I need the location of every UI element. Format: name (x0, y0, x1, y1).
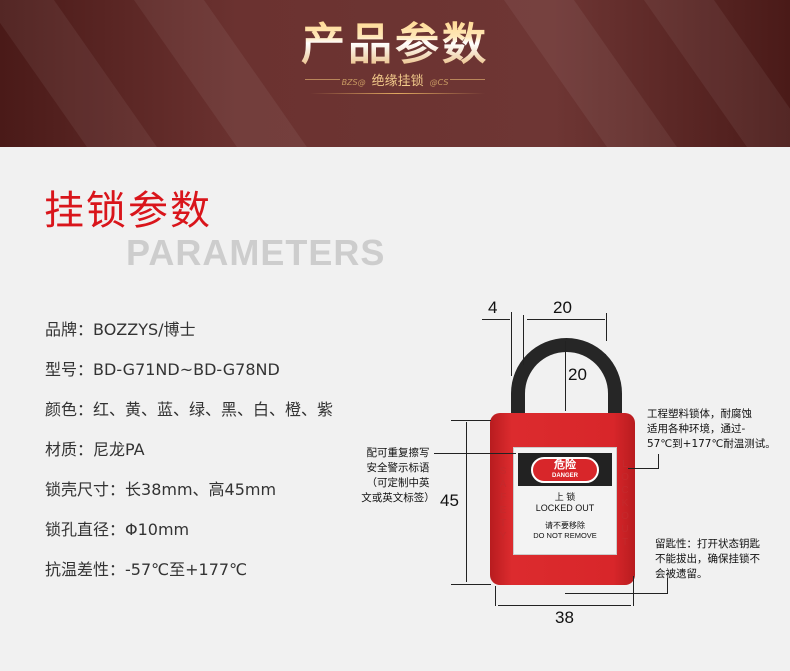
spec-row: 锁孔直径：Φ10mm (45, 516, 189, 540)
note-line: 57℃到+177℃耐温测试。 (647, 438, 776, 450)
dim-shackle-width: 4 (488, 298, 498, 317)
warning-label: 危险 DANGER 上 锁 LOCKED OUT 请不要移除 DO NOT RE… (513, 447, 617, 555)
spec-label: 锁壳尺寸： (45, 480, 126, 499)
spec-label: 抗温差性： (45, 560, 126, 579)
spec-label: 品牌： (45, 320, 94, 339)
spec-value: 尼龙PA (93, 440, 145, 459)
dim-body-height: 45 (440, 491, 459, 510)
header-banner: 产品参数 BZS@ 绝缘挂锁 @CS (0, 0, 790, 147)
locked-cn: 上 锁 (554, 492, 576, 502)
banner-subtitle: BZS@ 绝缘挂锁 @CS (0, 70, 790, 89)
spec-label: 锁孔直径： (45, 520, 126, 539)
remove-cn: 请不要移除 (545, 521, 585, 530)
spec-label: 材质： (45, 440, 94, 459)
spec-value: BD-G71ND~BD-G78ND (93, 360, 280, 379)
spec-value: -57℃至+177℃ (125, 560, 248, 579)
note-line: 会被遗留。 (655, 568, 708, 580)
spec-row: 抗温差性：-57℃至+177℃ (45, 556, 247, 580)
dim-body-width: 38 (555, 608, 574, 627)
danger-en: DANGER (551, 473, 578, 479)
spec-value: 红、黄、蓝、绿、黑、白、橙、紫 (93, 400, 334, 419)
spec-row: 材质：尼龙PA (45, 436, 145, 460)
section-subtitle: PARAMETERS (126, 232, 386, 273)
note-left: 配可重复擦写安全警示标语 （可定制中英文或英文标签） (360, 446, 436, 506)
dim-shackle-height: 20 (568, 365, 587, 384)
note-line: 留匙性：打开状态钥匙 (655, 538, 760, 550)
note-line: 安全警示标语 (366, 462, 430, 474)
spec-label: 颜色： (45, 400, 94, 419)
dim-shackle-span: 20 (553, 298, 572, 317)
spec-label: 型号： (45, 360, 94, 379)
spec-row: 颜色：红、黄、蓝、绿、黑、白、橙、紫 (45, 396, 333, 420)
spec-value: BOZZYS/博士 (93, 320, 196, 339)
side-text-right: LOCKOUT (621, 459, 629, 548)
spec-row: 型号：BD-G71ND~BD-G78ND (45, 356, 280, 380)
note-line: （可定制中英 (366, 477, 430, 489)
note-right-bottom: 留匙性：打开状态钥匙不能拔出，确保挂锁不会被遗留。 (655, 537, 760, 582)
remove-en: DO NOT REMOVE (533, 531, 597, 540)
section-title: 挂锁参数 (44, 188, 212, 234)
spec-value: 长38mm、高45mm (125, 480, 277, 499)
danger-cn: 危险 (554, 459, 576, 471)
side-text-left: SAFETY (499, 466, 507, 542)
note-line: 文或英文标签） (361, 492, 435, 504)
note-line: 工程塑料锁体，耐腐蚀 (647, 408, 752, 420)
subtitle-text: 绝缘挂锁 (371, 74, 424, 89)
deco-right: @CS (429, 78, 449, 87)
spec-row: 锁壳尺寸：长38mm、高45mm (45, 476, 276, 500)
note-line: 配可重复擦写 (366, 447, 430, 459)
deco-left: BZS@ (341, 78, 366, 87)
locked-en: LOCKED OUT (535, 503, 595, 513)
note-line: 适用各种环境，通过- (647, 423, 746, 435)
banner-title: 产品参数 (0, 8, 790, 72)
note-line: 不能拔出，确保挂锁不 (655, 553, 760, 565)
spec-value: Φ10mm (125, 520, 190, 539)
note-right-top: 工程塑料锁体，耐腐蚀适用各种环境，通过- 57℃到+177℃耐温测试。 (647, 407, 776, 452)
spec-row: 品牌：BOZZYS/博士 (45, 316, 196, 340)
